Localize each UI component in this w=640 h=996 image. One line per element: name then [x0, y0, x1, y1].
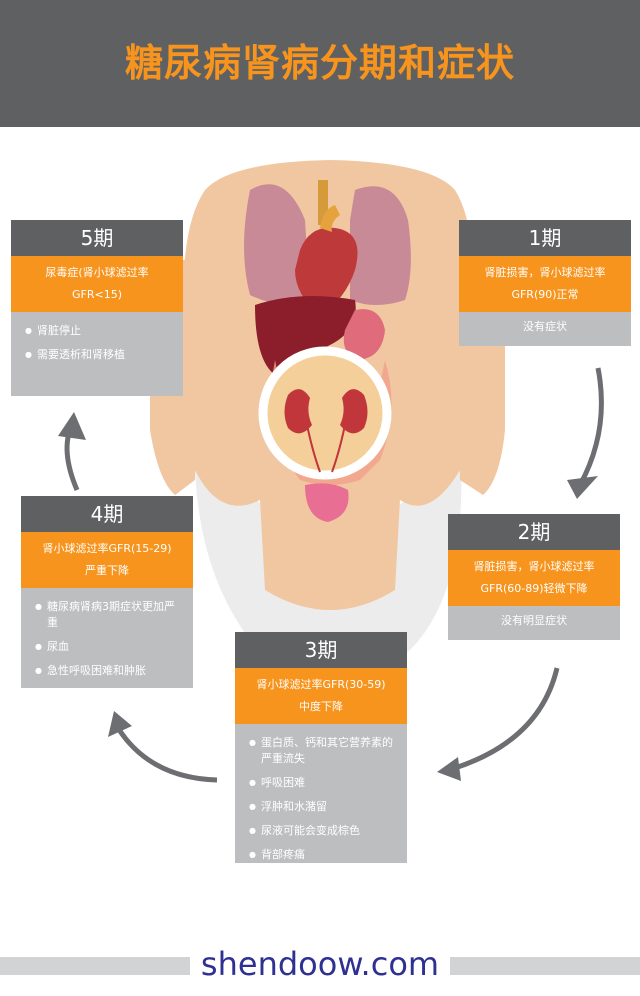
- stage-2-symptoms: 没有明显症状: [448, 606, 620, 640]
- footer-bar-left: [0, 957, 190, 975]
- arrow-3-to-4: [115, 726, 218, 783]
- symptom-item: 没有明显症状: [501, 614, 567, 627]
- kidney-focus-ring: [258, 346, 392, 480]
- stage-2-card: 2期 肾脏损害，肾小球滤过率 GFR(60-89)轻微下降 没有明显症状: [448, 514, 620, 640]
- stage-1-gfr: 肾脏损害，肾小球滤过率 GFR(90)正常: [459, 256, 631, 312]
- symptom-item: 蛋白质、钙和其它营养素的严重流失: [249, 735, 397, 767]
- stage-3-symptoms: 蛋白质、钙和其它营养素的严重流失 呼吸困难 浮肿和水潴留 尿液可能会变成棕色 背…: [235, 724, 407, 863]
- symptom-item: 尿血: [35, 639, 183, 655]
- stage-3-card: 3期 肾小球滤过率GFR(30-59) 中度下降 蛋白质、钙和其它营养素的严重流…: [235, 632, 407, 863]
- arrowhead-4: [108, 711, 132, 737]
- stage-1-card: 1期 肾脏损害，肾小球滤过率 GFR(90)正常 没有症状: [459, 220, 631, 346]
- stage-5-card: 5期 尿毒症(肾小球滤过率 GFR<15) 肾脏停止 需要透析和肾移植: [11, 220, 183, 396]
- brand-link[interactable]: shendoow.com: [200, 945, 440, 983]
- stage-5-title: 5期: [11, 220, 183, 256]
- left-kidney: [284, 389, 312, 434]
- arrowhead-2: [567, 476, 598, 499]
- stomach: [343, 309, 385, 360]
- page-title: 糖尿病肾病分期和症状: [124, 41, 515, 85]
- heart: [295, 227, 358, 315]
- stage-5-symptoms: 肾脏停止 需要透析和肾移植: [11, 312, 183, 396]
- footer-bar-right: [450, 957, 640, 975]
- arrow-1-to-2: [577, 367, 604, 487]
- symptom-item: 急性呼吸困难和肿胀: [35, 663, 183, 679]
- stage-1-title: 1期: [459, 220, 631, 256]
- liver: [255, 296, 356, 375]
- stage-2-title: 2期: [448, 514, 620, 550]
- symptom-item: 没有症状: [523, 320, 567, 333]
- arrowhead-5: [58, 412, 86, 440]
- stage-5-gfr: 尿毒症(肾小球滤过率 GFR<15): [11, 256, 183, 312]
- bladder: [305, 483, 349, 522]
- right-lung: [350, 186, 411, 305]
- arrow-2-to-3: [454, 667, 560, 771]
- stage-3-title: 3期: [235, 632, 407, 668]
- symptom-item: 尿液可能会变成棕色: [249, 823, 397, 839]
- stage-2-gfr: 肾脏损害，肾小球滤过率 GFR(60-89)轻微下降: [448, 550, 620, 606]
- stage-1-symptoms: 没有症状: [459, 312, 631, 346]
- stage-4-card: 4期 肾小球滤过率GFR(15-29) 严重下降 糖尿病肾病3期症状更加严重 尿…: [21, 496, 193, 688]
- stage-3-gfr: 肾小球滤过率GFR(30-59) 中度下降: [235, 668, 407, 724]
- aorta: [320, 205, 340, 232]
- right-kidney: [340, 389, 368, 434]
- symptom-item: 背部疼痛: [249, 847, 397, 863]
- stage-4-symptoms: 糖尿病肾病3期症状更加严重 尿血 急性呼吸困难和肿胀: [21, 588, 193, 688]
- symptom-item: 浮肿和水潴留: [249, 799, 397, 815]
- symptom-item: 肾脏停止: [25, 323, 173, 339]
- body-organs-illustration: [58, 160, 604, 783]
- stage-4-title: 4期: [21, 496, 193, 532]
- symptom-item: 呼吸困难: [249, 775, 397, 791]
- left-lung: [244, 184, 310, 304]
- symptom-item: 需要透析和肾移植: [25, 347, 173, 363]
- header-bar: [0, 0, 640, 127]
- arrowhead-3: [437, 757, 461, 781]
- ureters: [305, 419, 347, 473]
- trachea: [318, 180, 328, 225]
- symptom-item: 糖尿病肾病3期症状更加严重: [35, 599, 183, 631]
- stage-4-gfr: 肾小球滤过率GFR(15-29) 严重下降: [21, 532, 193, 588]
